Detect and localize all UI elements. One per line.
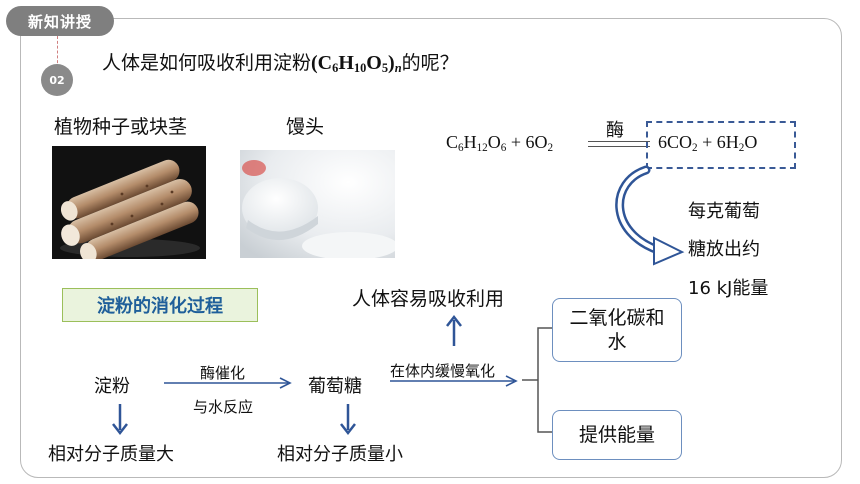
right-arrow-icon-2: [390, 375, 518, 387]
react-with-water-label: 与水反应: [193, 398, 254, 416]
up-arrow-icon: [446, 314, 462, 346]
question-prefix: 人体是如何吸收利用淀粉: [102, 52, 312, 74]
co2-water-box: 二氧化碳和水: [552, 298, 682, 362]
energy-note-line3: 16 kJ能量: [688, 278, 769, 299]
starch-formula: (C6H10O5)n: [311, 52, 402, 76]
process-title-box: 淀粉的消化过程: [62, 288, 258, 322]
glucose-oxidation-equation: C6H12O6 + 6O2: [446, 132, 554, 154]
curved-arrow-icon: [615, 165, 685, 266]
starch-label: 淀粉: [94, 376, 130, 397]
tuber-image: [52, 146, 206, 259]
energy-note-line1: 每克葡萄: [688, 201, 760, 222]
glucose-label: 葡萄糖: [308, 376, 362, 397]
down-arrow-icon-1: [112, 404, 128, 436]
enzyme-label: 酶: [606, 120, 624, 141]
energy-note-line2: 糖放出约: [688, 239, 760, 260]
provide-energy-label: 提供能量: [578, 424, 655, 446]
section-number-badge: 02: [41, 64, 73, 96]
absorb-label: 人体容易吸收利用: [352, 288, 505, 310]
starch-molecular-weight-note: 相对分子质量大: [48, 444, 174, 465]
content-frame: [20, 18, 842, 478]
equation-products: 6CO2 + 6H2O: [658, 132, 758, 154]
right-arrow-icon-1: [164, 377, 292, 389]
slow-oxidation-label: 在体内缓慢氧化: [390, 362, 496, 380]
equation-line-top: [588, 141, 650, 142]
down-arrow-icon-2: [340, 404, 356, 436]
products-dashed-box: [646, 121, 796, 169]
question-suffix: 的呢？: [401, 52, 459, 74]
tuber-label: 植物种子或块茎: [54, 116, 188, 138]
mantou-label: 馒头: [286, 116, 325, 138]
glucose-molecular-weight-note: 相对分子质量小: [277, 444, 403, 465]
co2-water-label: 二氧化碳和水: [569, 307, 665, 353]
section-tab: 新知讲授: [6, 6, 114, 36]
provide-energy-box: 提供能量: [552, 410, 682, 460]
enzyme-catalysis-label: 酶催化: [200, 364, 246, 382]
equation-line-bottom: [588, 146, 650, 147]
question-text: 人体是如何吸收利用淀粉(C6H10O5)n的呢？: [102, 48, 459, 76]
tab-connector-line: [57, 36, 58, 68]
branch-bracket: [522, 327, 552, 433]
mantou-image: [240, 150, 395, 258]
